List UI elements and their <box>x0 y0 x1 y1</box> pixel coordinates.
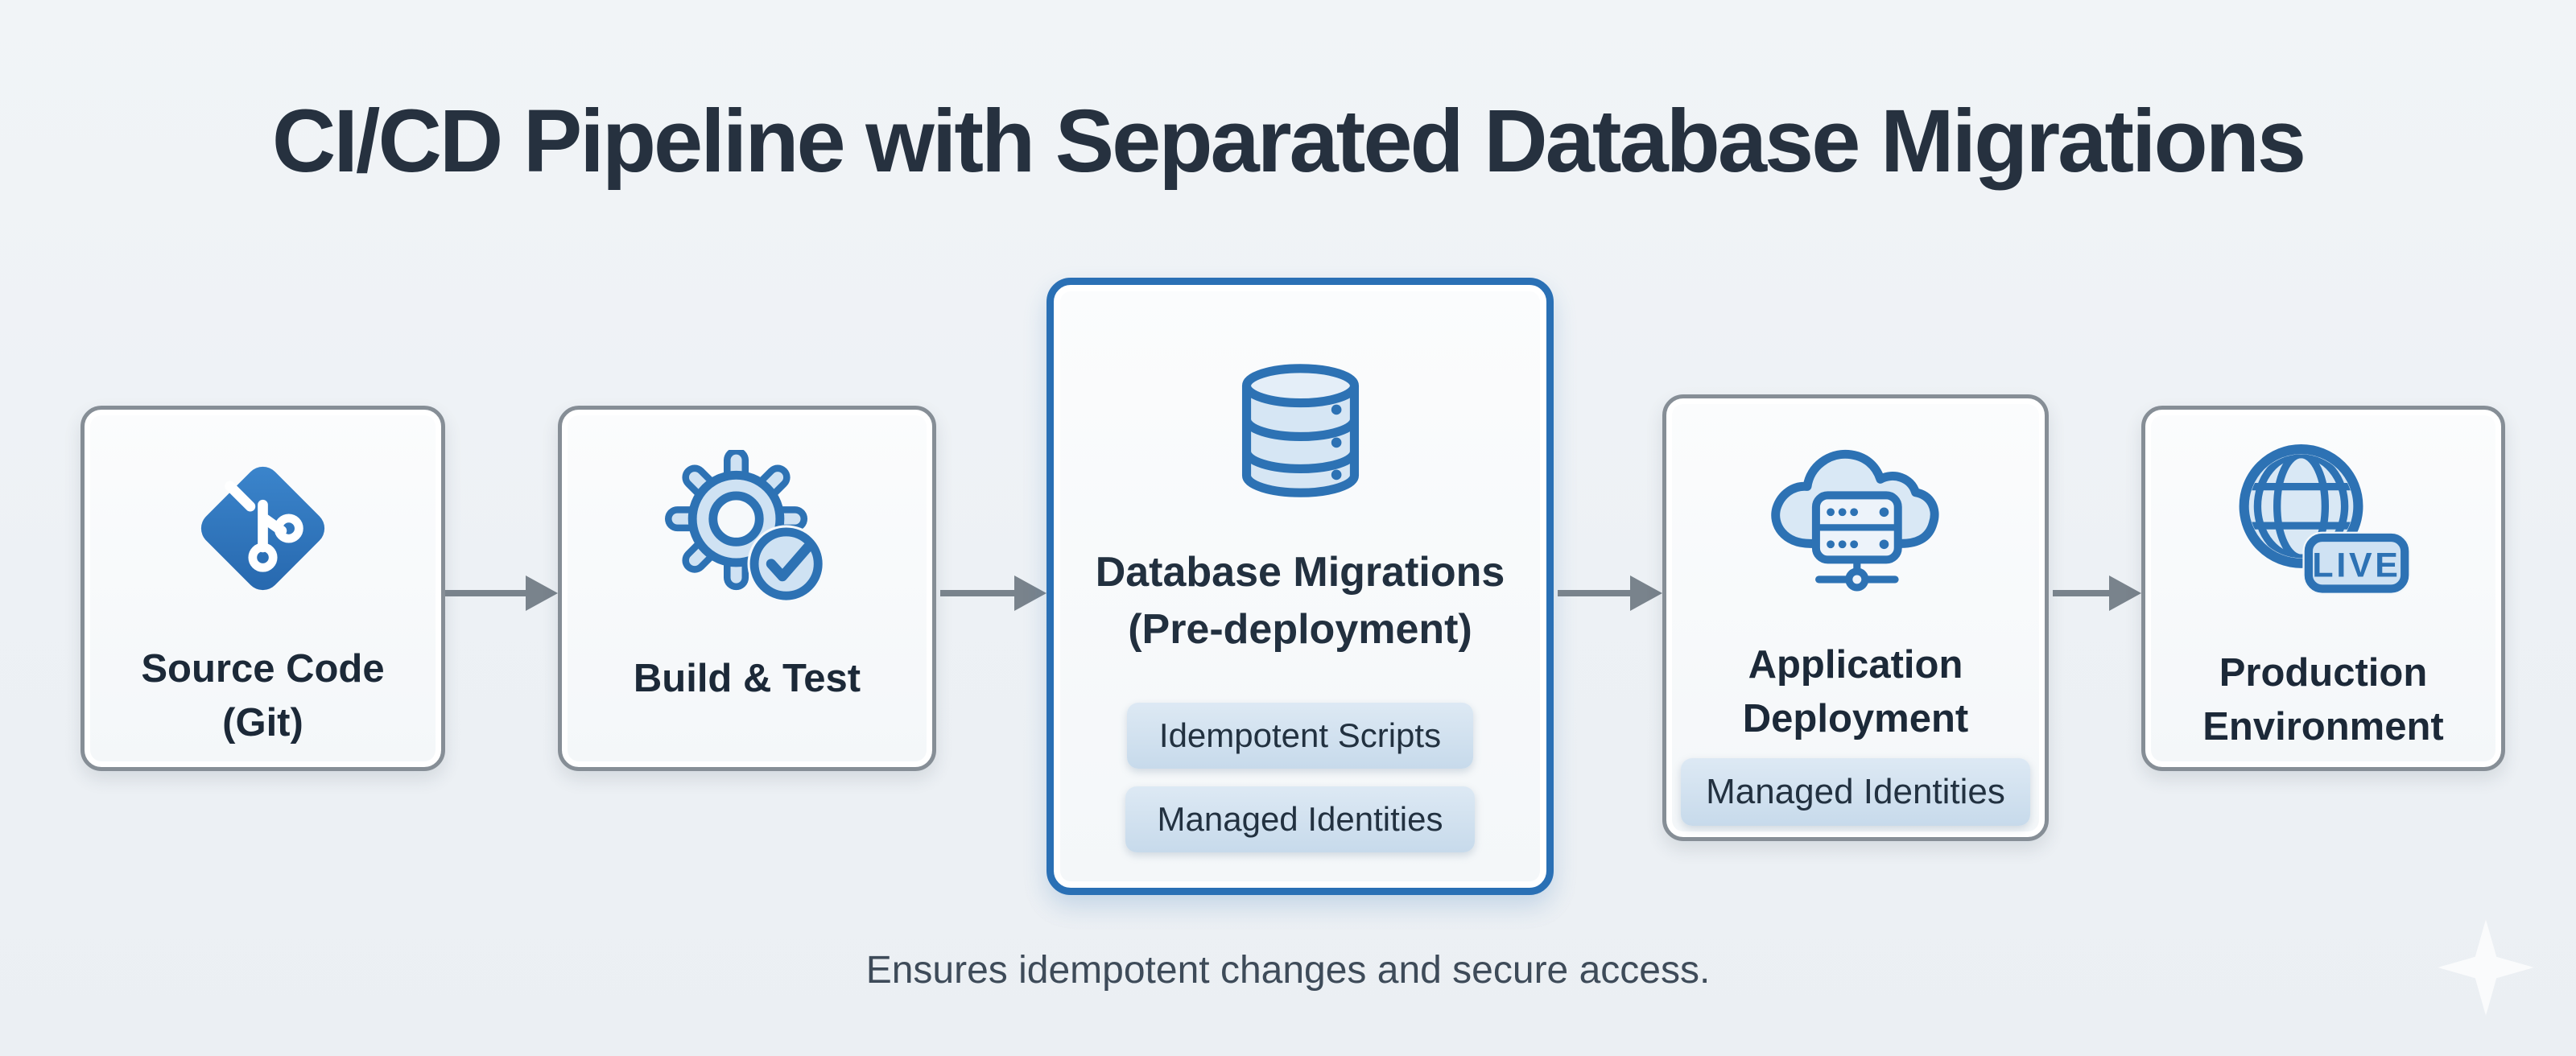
database-icon <box>1218 356 1383 505</box>
badge-list: Managed Identities <box>1666 758 2045 827</box>
flow-arrow-icon <box>445 565 558 621</box>
badge-managed-identities: Managed Identities <box>1681 758 2030 827</box>
node-label: Production Environment <box>2202 646 2443 753</box>
node-label-line: Source Code <box>141 647 385 691</box>
node-label-line: Application <box>1748 643 1963 687</box>
flow-arrow-icon <box>940 565 1046 621</box>
live-badge-label: LIVE <box>2312 547 2401 585</box>
node-label-line: Build & Test <box>633 657 861 700</box>
arrow-shaft <box>2053 590 2119 596</box>
node-build-test: Build & Test <box>558 406 936 771</box>
diagram-caption: Ensures idempotent changes and secure ac… <box>865 949 1711 992</box>
badge-idempotent-scripts: Idempotent Scripts <box>1126 703 1474 769</box>
arrow-head <box>1014 575 1046 611</box>
node-label: Application Deployment <box>1743 638 1968 745</box>
gear-check-icon <box>664 448 830 605</box>
page-title: CI/CD Pipeline with Separated Database M… <box>271 92 2306 191</box>
node-label-line: (Git) <box>222 700 303 745</box>
node-production-environment: LIVE Production Environment <box>2141 406 2505 771</box>
node-label-line: Environment <box>2202 704 2444 749</box>
node-label-line: Database Migrations <box>1095 549 1505 596</box>
flow-arrow-icon <box>1558 565 1662 621</box>
arrow-head <box>1630 575 1662 611</box>
flow-arrow-icon <box>2053 565 2141 621</box>
sparkle-icon <box>2438 919 2534 1016</box>
arrow-head <box>526 575 558 611</box>
node-source-code: Source Code (Git) <box>80 406 445 771</box>
arrow-shaft <box>1558 590 1640 596</box>
node-label-line: Production <box>2219 651 2428 695</box>
globe-live-icon: LIVE <box>2229 437 2418 617</box>
node-label-line: (Pre-deployment) <box>1128 605 1472 653</box>
node-database-migrations: Database Migrations (Pre-deployment) Ide… <box>1046 278 1554 895</box>
node-label: Database Migrations (Pre-deployment) <box>1096 544 1505 658</box>
git-icon <box>184 450 341 607</box>
arrow-head <box>2109 575 2141 611</box>
badge-list: Idempotent Scripts Managed Identities <box>1125 703 1476 853</box>
node-label: Build & Test <box>634 652 861 706</box>
badge-managed-identities: Managed Identities <box>1125 786 1476 853</box>
arrow-shaft <box>940 590 1024 596</box>
node-label-line: Deployment <box>1742 696 1969 740</box>
arrow-shaft <box>445 590 535 596</box>
cloud-server-icon <box>1759 432 1952 596</box>
node-application-deployment: Application Deployment Managed Identitie… <box>1662 394 2049 841</box>
node-label: Source Code (Git) <box>141 642 384 749</box>
